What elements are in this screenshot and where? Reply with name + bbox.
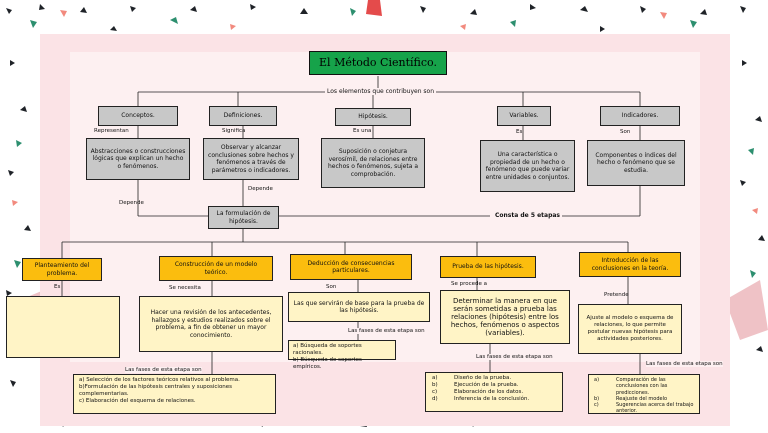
phase-deduccion-a: a) Búsqueda de soportes racionales. [293, 343, 362, 356]
phase-intro-a: a)Comparación de las conclusiones con la… [594, 377, 668, 396]
stage-prueba: Prueba de las hipótesis. [440, 256, 536, 278]
consta-label: Consta de 5 etapas [493, 212, 562, 219]
desc-prueba: Determinar la manera en que serán someti… [440, 290, 570, 344]
formulacion-hipotesis: La formulación de hipótesis. [208, 206, 279, 229]
link-representan: Representan [94, 128, 129, 134]
desc-introduccion: Ajuste al modelo o esquema de relaciones… [578, 304, 682, 354]
stage-modelo-teorico: Construcción de un modelo teórico. [159, 256, 273, 281]
element-hipotesis: Hipótesis. [335, 108, 411, 126]
phases-label-modelo: Las fases de esta etapa son [125, 367, 202, 373]
phase-prueba-b: b)Ejecución de la prueba. [432, 381, 519, 388]
depende-label-conceptos: Depende [119, 200, 144, 206]
link-es: Es [516, 129, 523, 135]
desc-modelo-teorico: Hacer una revisión de los antecedentes, … [139, 296, 283, 352]
stage-introduccion: Introducción de las conclusiones en la t… [579, 252, 681, 277]
desc-variables: Una característica o propiedad de un hec… [480, 140, 575, 192]
desc-indicadores: Componentes o índices del hecho o fenóme… [587, 140, 685, 186]
phases-label-deduccion: Las fases de esta etapa son [348, 328, 425, 334]
stage-deduccion: Deducción de consecuencias particulares. [290, 254, 412, 280]
link-significa: Significa [222, 128, 246, 134]
element-conceptos: Conceptos. [98, 106, 178, 126]
link-se-procede: Se procede a [451, 281, 488, 287]
phases-prueba: a)Diseño de la prueba. b)Ejecución de la… [425, 372, 563, 412]
link-stage-es: Es [54, 284, 61, 290]
connector-main-label: Los elementos que contribuyen son [325, 88, 437, 95]
phases-deduccion: a) Búsqueda de soportes racionales. b) B… [288, 340, 396, 370]
desc-definiciones: Observar y alcanzar conclusiones sobre h… [203, 138, 299, 180]
phases-modelo: a) Selección de los factores teóricos re… [73, 374, 276, 414]
desc-conceptos: Abstracciones o construcciones lógicas q… [86, 138, 190, 180]
phase-intro-b: b)Reajuste del modelo [594, 395, 668, 402]
phase-modelo-b: b)Formulación de las hipótesis centrales… [79, 383, 233, 397]
phase-modelo-a: a) Selección de los factores teóricos re… [79, 377, 240, 383]
phase-prueba-a: a)Diseño de la prueba. [432, 375, 512, 381]
phases-introduccion: a)Comparación de las conclusiones con la… [588, 374, 700, 414]
phase-deduccion-b: b) Búsqueda de soportes empíricos. [293, 356, 362, 370]
desc-hipotesis: Suposición o conjetura verosímil, de rel… [321, 138, 425, 188]
element-indicadores: Indicadores. [600, 106, 680, 126]
diagram-title: El Método Científico. [309, 51, 447, 75]
link-stage-son: Son [326, 284, 337, 290]
phase-intro-c: c)Sugerencias acerca del trabajo anterio… [594, 402, 694, 415]
link-es-una: Es una [353, 128, 372, 134]
phase-prueba-d: d)Inferencia de la conclusión. [432, 395, 530, 402]
element-definiciones: Definiciones. [209, 106, 277, 126]
depende-label-definiciones: Depende [248, 186, 273, 192]
stage-planteamiento: Planteamiento del problema. [22, 258, 102, 281]
link-pretende: Pretende [604, 292, 629, 298]
element-variables: Variables. [497, 106, 551, 126]
phase-prueba-c: c)Elaboración de los datos. [432, 388, 524, 395]
link-se-necesita: Se necesita [169, 285, 201, 291]
phase-modelo-c: c) Elaboración del esquema de relaciones… [79, 397, 196, 404]
desc-planteamiento [6, 296, 120, 358]
phases-label-introduccion: Las fases de esta etapa son [646, 361, 723, 367]
desc-deduccion: Las que servirán de base para la prueba … [288, 292, 430, 322]
phases-label-prueba: Las fases de esta etapa son [476, 354, 553, 360]
link-son: Son [620, 129, 631, 135]
